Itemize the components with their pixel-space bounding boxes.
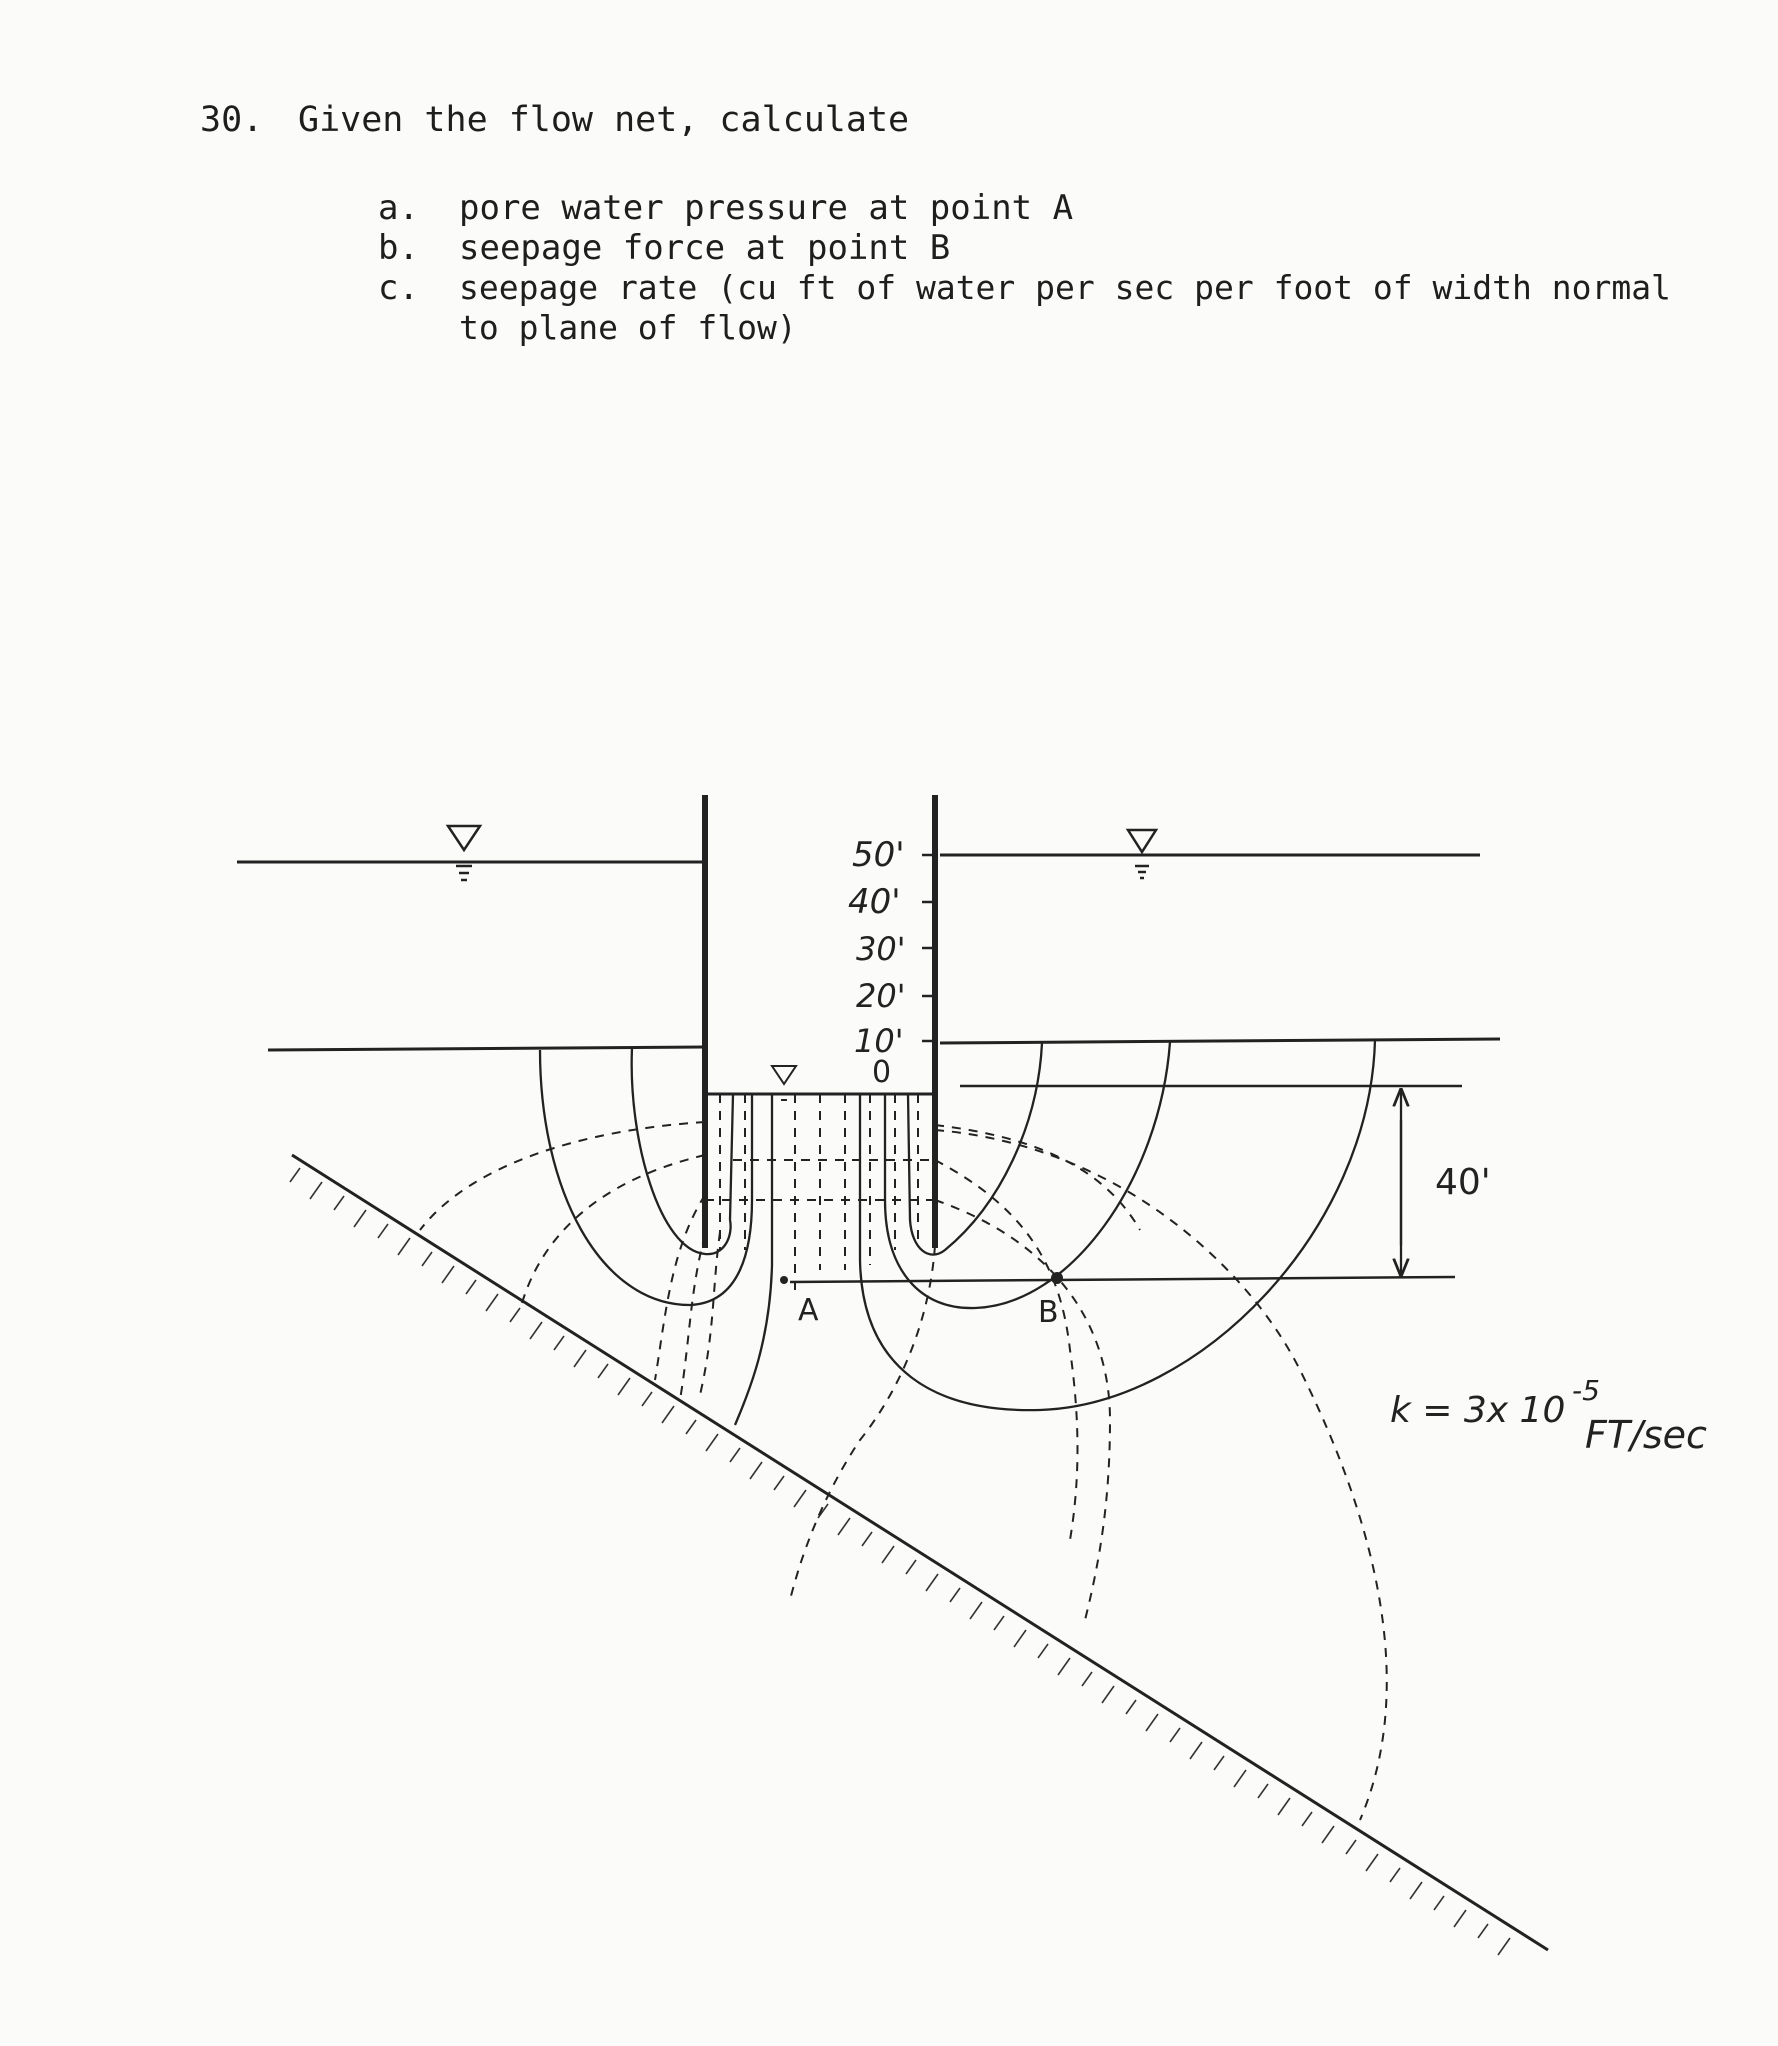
question-number: 30.: [200, 100, 264, 140]
item-c-label: c.: [378, 268, 419, 308]
item-b-text: seepage force at point B: [459, 228, 951, 268]
dimension-label: 40': [1435, 1162, 1491, 1203]
scale-label-20: 20': [856, 977, 906, 1015]
point-b-marker: [1051, 1272, 1063, 1284]
left-ground-surface: [267, 1045, 706, 1052]
scale-label-40: 40': [848, 882, 901, 922]
flow-line-3: [733, 1094, 774, 1426]
scale-label-0: 0: [872, 1055, 891, 1090]
item-c-text: seepage rate (cu ft of water per sec per…: [459, 268, 1671, 307]
equipotential-lines: [419, 1094, 1388, 1821]
scale-label-30: 30': [856, 930, 906, 968]
upstream-water-level-icon: [445, 824, 483, 882]
item-b-label: b.: [378, 228, 419, 268]
impervious-hatching: [289, 1167, 1511, 1956]
permeability-exponent: -5: [1572, 1374, 1600, 1407]
permeability-label: k = 3x 10: [1390, 1390, 1565, 1431]
item-a-text: pore water pressure at point A: [459, 188, 1074, 228]
item-c-continuation: to plane of flow): [459, 308, 797, 347]
point-a-marker: [780, 1276, 788, 1284]
question-prompt: Given the flow net, calculate: [298, 100, 910, 140]
right-ground-surface: [939, 1037, 1501, 1045]
point-b-label: B: [1038, 1295, 1059, 1330]
flow-lines: [538, 1039, 1377, 1426]
elevation-scale-ticks: [922, 853, 935, 1043]
scale-label-50: 50': [852, 835, 905, 875]
flow-line-2: [538, 1049, 754, 1307]
permeability-units: FT/sec: [1585, 1413, 1707, 1457]
scale-label-10: 10': [854, 1022, 904, 1060]
impervious-boundary: [291, 1153, 1549, 1952]
downstream-water-level-icon: [1125, 828, 1159, 880]
point-a-label: A: [798, 1293, 819, 1328]
item-a-label: a.: [378, 188, 419, 228]
reference-line-bottom: [789, 1275, 1456, 1284]
flow-line-1: [630, 1047, 735, 1256]
